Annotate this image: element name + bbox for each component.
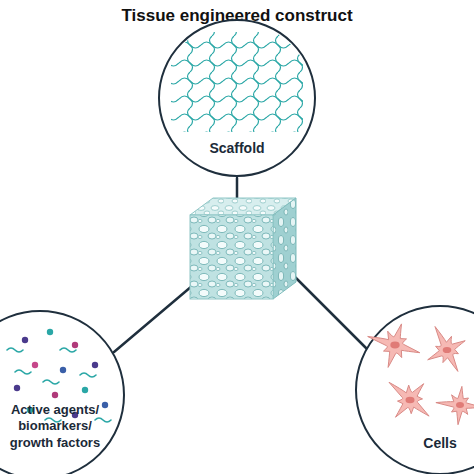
circle-label: Scaffold [177,140,297,158]
circle-label: Cells [400,435,474,453]
leader-lines [114,178,370,352]
component-circle: Active agents/ biomarkers/ growth factor… [0,310,125,474]
component-circle: Cells [355,305,474,474]
component-circle: Scaffold [157,18,317,178]
circle-label: Active agents/ biomarkers/ growth factor… [0,402,111,451]
porous-cube [190,198,296,299]
